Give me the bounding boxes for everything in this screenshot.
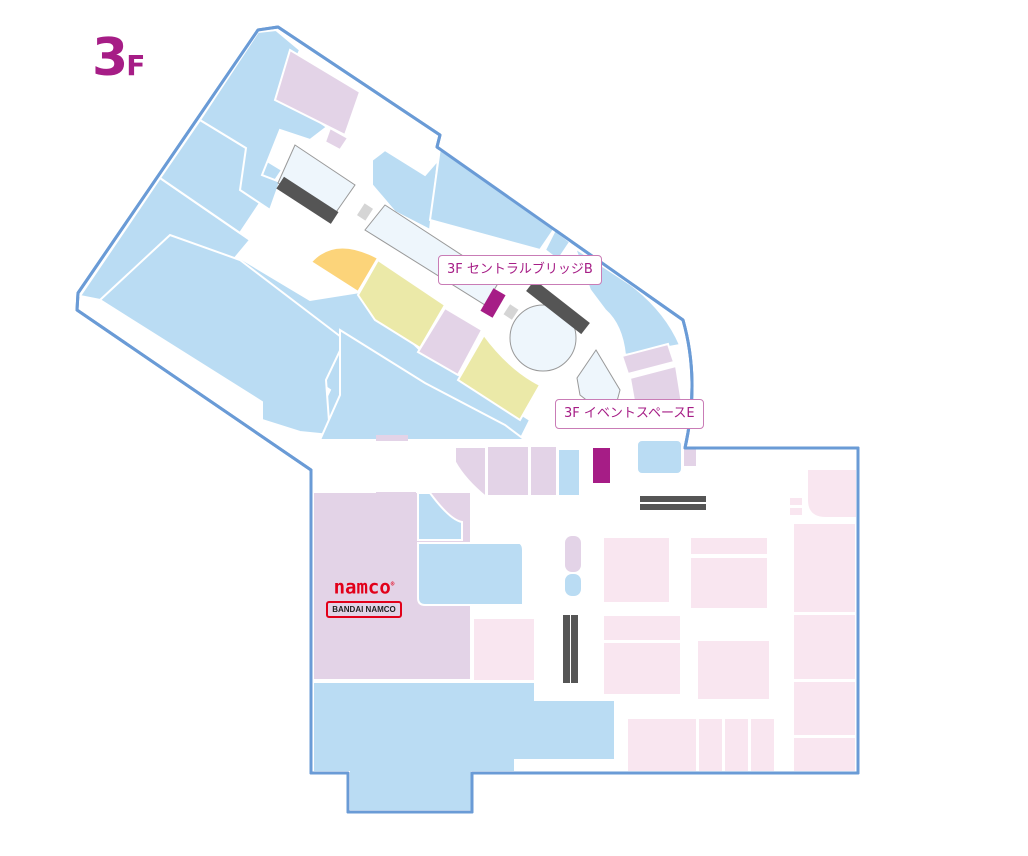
elevator-1 <box>356 203 374 221</box>
callout-central-bridge-b[interactable]: 3F セントラルブリッジB <box>438 255 602 285</box>
escalator-4b <box>571 615 578 683</box>
event-space-e-marker[interactable] <box>593 448 610 483</box>
shop-purple-mid[interactable] <box>416 306 484 377</box>
shop-pink-bottom-3[interactable] <box>723 717 750 773</box>
shop-lower-blue-4[interactable] <box>417 542 524 606</box>
shop-west-upper[interactable] <box>158 118 284 235</box>
shop-pink-east-2[interactable] <box>792 613 857 681</box>
shop-pink-5[interactable] <box>602 614 682 642</box>
shop-pink-bottom-1[interactable] <box>626 717 698 773</box>
escalator-4 <box>563 615 570 683</box>
shop-west-lower[interactable] <box>98 233 347 437</box>
callout-label: 3F セントラルブリッジB <box>447 262 593 277</box>
bandai-namco-badge: BANDAI NAMCO <box>326 601 402 619</box>
shop-lower-purple-2[interactable] <box>486 445 530 497</box>
shop-sw-strip[interactable] <box>318 328 528 441</box>
shop-pink-7[interactable] <box>696 639 771 701</box>
shop-pink-east-3[interactable] <box>792 680 857 737</box>
callout-label: 3F イベントスペースE <box>564 406 695 421</box>
atrium-void-round <box>509 304 577 372</box>
shop-lower-blue-2[interactable] <box>636 439 683 475</box>
escalator-3b <box>640 504 706 510</box>
shop-pink-6[interactable] <box>602 641 682 696</box>
shop-pink-small-2[interactable] <box>790 508 802 515</box>
floor-unit: F <box>126 49 146 82</box>
shop-orange[interactable] <box>309 246 380 294</box>
shop-north-purple-small[interactable] <box>323 126 350 152</box>
shop-east-purple-1[interactable] <box>620 342 676 376</box>
escalator-3 <box>640 496 706 502</box>
shop-small-purple-top[interactable] <box>376 435 408 441</box>
namco-logo[interactable]: namco® BANDAI NAMCO <box>318 575 410 619</box>
escalator-2 <box>526 279 590 335</box>
shop-lower-blue-1[interactable] <box>557 448 581 497</box>
elevator-2 <box>503 304 519 320</box>
shop-pink-4[interactable] <box>689 556 769 610</box>
shop-lower-purple-3[interactable] <box>529 445 558 497</box>
event-space-b-marker[interactable] <box>480 288 506 318</box>
shop-lower-purple-4[interactable] <box>684 448 696 466</box>
namco-wordmark: namco® <box>333 576 395 599</box>
floor-label: 3F <box>92 30 145 86</box>
shop-yellow-2[interactable] <box>456 333 542 422</box>
shop-pink-small-1[interactable] <box>790 498 802 505</box>
shop-pink-bottom-4[interactable] <box>749 717 776 773</box>
shop-pink-2[interactable] <box>602 536 671 604</box>
kiosk-blue[interactable] <box>565 574 581 596</box>
shop-lower-purple-1[interactable] <box>454 446 487 500</box>
shop-northwest[interactable] <box>198 28 329 212</box>
shop-pink-corner[interactable] <box>808 470 856 517</box>
shop-lower-pink-1[interactable] <box>472 617 536 682</box>
escalator-1 <box>276 176 339 224</box>
shop-north-purple[interactable] <box>273 48 362 137</box>
shop-namco-top[interactable] <box>376 492 416 500</box>
floor-number: 3 <box>92 28 128 88</box>
shop-pink-east-4[interactable] <box>792 736 857 773</box>
kiosk-purple[interactable] <box>565 536 581 572</box>
shop-south-blue[interactable] <box>312 681 616 812</box>
shop-yellow-1[interactable] <box>356 258 447 350</box>
shop-lower-blue-3[interactable] <box>417 492 463 541</box>
shop-pink-east-1[interactable] <box>792 522 857 614</box>
shop-pink-3[interactable] <box>689 536 769 556</box>
shop-pink-bottom-2[interactable] <box>697 717 724 773</box>
callout-event-space-e[interactable]: 3F イベントスペースE <box>555 399 704 429</box>
